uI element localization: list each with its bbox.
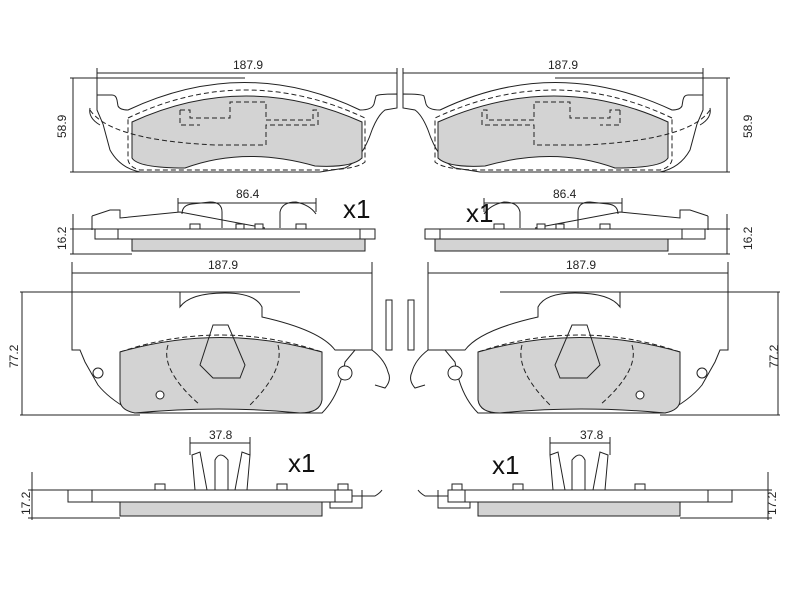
left-top-height-label: 58.9 — [55, 114, 69, 138]
right-bottom-quantity: x1 — [492, 450, 519, 480]
left-bottom-width-label: 187.9 — [208, 258, 238, 272]
right-bottom-thickness-label: 17.2 — [765, 491, 779, 515]
right-bottom-height-label: 77.2 — [767, 344, 781, 368]
right-bottom-width-label: 187.9 — [566, 258, 596, 272]
right-clip-span-label: 86.4 — [553, 187, 577, 201]
right-top-width-label: 187.9 — [548, 58, 578, 72]
left-bottom-quantity: x1 — [288, 448, 315, 478]
right-bottom-clip-span-label: 37.8 — [580, 428, 604, 442]
right-top-height-label: 58.9 — [741, 114, 755, 138]
left-bottom-height-label: 77.2 — [7, 344, 21, 368]
left-clip-span-label: 86.4 — [236, 187, 260, 201]
right-top-quantity: x1 — [466, 198, 493, 228]
left-bottom-clip-span-label: 37.8 — [209, 428, 233, 442]
left-top-width-label: 187.9 — [233, 58, 263, 72]
left-top-thickness-label: 16.2 — [55, 226, 69, 250]
left-bottom-thickness-label: 17.2 — [19, 491, 33, 515]
left-pad-set — [19, 67, 398, 521]
right-top-thickness-label: 16.2 — [741, 226, 755, 250]
right-pad-set — [402, 67, 781, 521]
left-top-quantity: x1 — [343, 194, 370, 224]
